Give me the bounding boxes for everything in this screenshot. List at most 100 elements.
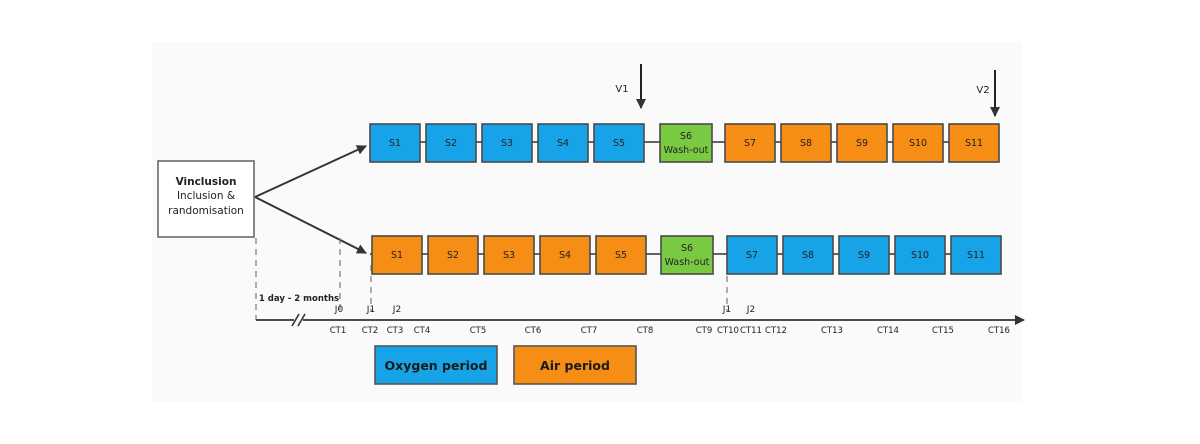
session-label: S1 [391, 250, 403, 261]
session-label: S3 [501, 138, 513, 149]
session-box-s3: S3 [481, 123, 533, 163]
session-box-fill [595, 235, 647, 275]
session-label: S8 [802, 250, 814, 261]
session-sublabel: Wash-out [664, 145, 709, 156]
session-sublabel: Wash-out [665, 257, 710, 268]
session-box-s2: S2 [425, 123, 477, 163]
inclusion-box: Vinclusion Inclusion & randomisation [157, 160, 255, 238]
session-box-fill [425, 123, 477, 163]
session-label: S5 [615, 250, 627, 261]
session-box-fill [726, 235, 778, 275]
inclusion-title: Vinclusion [176, 176, 237, 188]
session-box-fill [537, 123, 589, 163]
interval-label: 1 day - 2 months [259, 294, 339, 304]
session-box-s8: S8 [780, 123, 832, 163]
session-box-s10: S10 [892, 123, 944, 163]
legend-air: Air period [513, 345, 637, 385]
session-label: S8 [800, 138, 812, 149]
session-box-fill [481, 123, 533, 163]
visit-v2-label: V2 [976, 85, 989, 96]
session-box-fill [780, 123, 832, 163]
session-box-s8: S8 [782, 235, 834, 275]
session-box-fill [660, 235, 714, 275]
session-box-s7: S7 [726, 235, 778, 275]
session-box-s11: S11 [948, 123, 1000, 163]
session-box-s7: S7 [724, 123, 776, 163]
session-box-fill [593, 123, 645, 163]
ct-label: CT13 [821, 326, 843, 336]
axis-break-mark [291, 313, 300, 327]
session-box-fill [371, 235, 423, 275]
session-label: S9 [858, 250, 870, 261]
ct-label: CT1 [330, 326, 347, 336]
session-box-s4: S4 [539, 235, 591, 275]
session-label: S1 [389, 138, 401, 149]
session-box-fill [659, 123, 713, 163]
day-label: J1 [366, 305, 375, 315]
ct-label: CT5 [470, 326, 487, 336]
session-box-fill [950, 235, 1002, 275]
legend-air-label: Air period [540, 358, 610, 373]
ct-label: CT11 [740, 326, 762, 336]
session-box-fill [836, 123, 888, 163]
session-box-s9: S9 [836, 123, 888, 163]
session-box-s3: S3 [483, 235, 535, 275]
session-label: S11 [965, 138, 983, 149]
session-label: S6 [680, 131, 692, 142]
session-box-s10: S10 [894, 235, 946, 275]
session-label: S2 [447, 250, 459, 261]
day-label: J2 [392, 305, 401, 315]
session-box-s5: S5 [593, 123, 645, 163]
session-box-fill [427, 235, 479, 275]
legend-oxygen-swatch [374, 345, 498, 385]
session-label: S4 [557, 138, 569, 149]
session-label: S7 [746, 250, 758, 261]
session-box-s4: S4 [537, 123, 589, 163]
diagram-panel [152, 42, 1022, 402]
ct-label: CT4 [414, 326, 431, 336]
ct-label: CT2 [362, 326, 379, 336]
session-label: S5 [613, 138, 625, 149]
session-label: S9 [856, 138, 868, 149]
session-box-fill [724, 123, 776, 163]
session-box-fill [894, 235, 946, 275]
session-box-fill [483, 235, 535, 275]
session-label: S3 [503, 250, 515, 261]
ct-label: CT12 [765, 326, 787, 336]
session-box-fill [369, 123, 421, 163]
branch-arrow-arm-2 [254, 196, 367, 254]
legend-air-swatch [513, 345, 637, 385]
inclusion-line-2: randomisation [168, 205, 244, 217]
session-label: S10 [911, 250, 929, 261]
session-box-s5: S5 [595, 235, 647, 275]
ct-label: CT9 [696, 326, 713, 336]
session-label: S6 [681, 243, 693, 254]
session-box-fill [948, 123, 1000, 163]
session-box-s11: S11 [950, 235, 1002, 275]
ct-label: CT8 [637, 326, 654, 336]
session-label: S11 [967, 250, 985, 261]
ct-label: CT16 [988, 326, 1010, 336]
inclusion-line-1: Inclusion & [177, 190, 235, 202]
session-box-fill [539, 235, 591, 275]
visit-v1: V1 [615, 64, 646, 109]
session-label: S10 [909, 138, 927, 149]
timeline-axis [256, 313, 1025, 327]
axis-break-mark [297, 313, 306, 327]
ct-label: CT10 [717, 326, 739, 336]
day-label: J1 [722, 305, 731, 315]
visit-v2: V2 [976, 70, 1000, 117]
legend-oxygen: Oxygen period [374, 345, 498, 385]
ct-label: CT15 [932, 326, 954, 336]
session-box-fill [892, 123, 944, 163]
session-box-s1: S1 [371, 235, 423, 275]
session-label: S7 [744, 138, 756, 149]
session-box-s2: S2 [427, 235, 479, 275]
ct-label: CT6 [525, 326, 542, 336]
ct-label: CT7 [581, 326, 598, 336]
session-label: S4 [559, 250, 571, 261]
session-box-fill [838, 235, 890, 275]
